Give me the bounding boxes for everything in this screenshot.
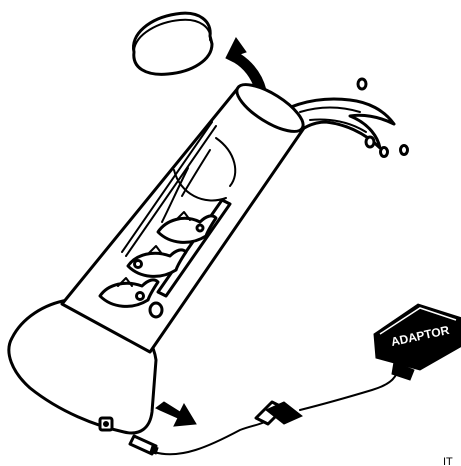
water-drop [401, 146, 408, 155]
inline-switch [256, 402, 302, 424]
water-drop [366, 137, 374, 147]
power-adaptor: ADAPTOR [374, 304, 461, 380]
water-drop [381, 148, 388, 157]
lamp-lid [133, 13, 212, 74]
plug-in-arrow [156, 402, 196, 426]
corner-mark: IT [443, 456, 453, 466]
water-drop [358, 79, 366, 89]
air-bubble [150, 303, 162, 317]
